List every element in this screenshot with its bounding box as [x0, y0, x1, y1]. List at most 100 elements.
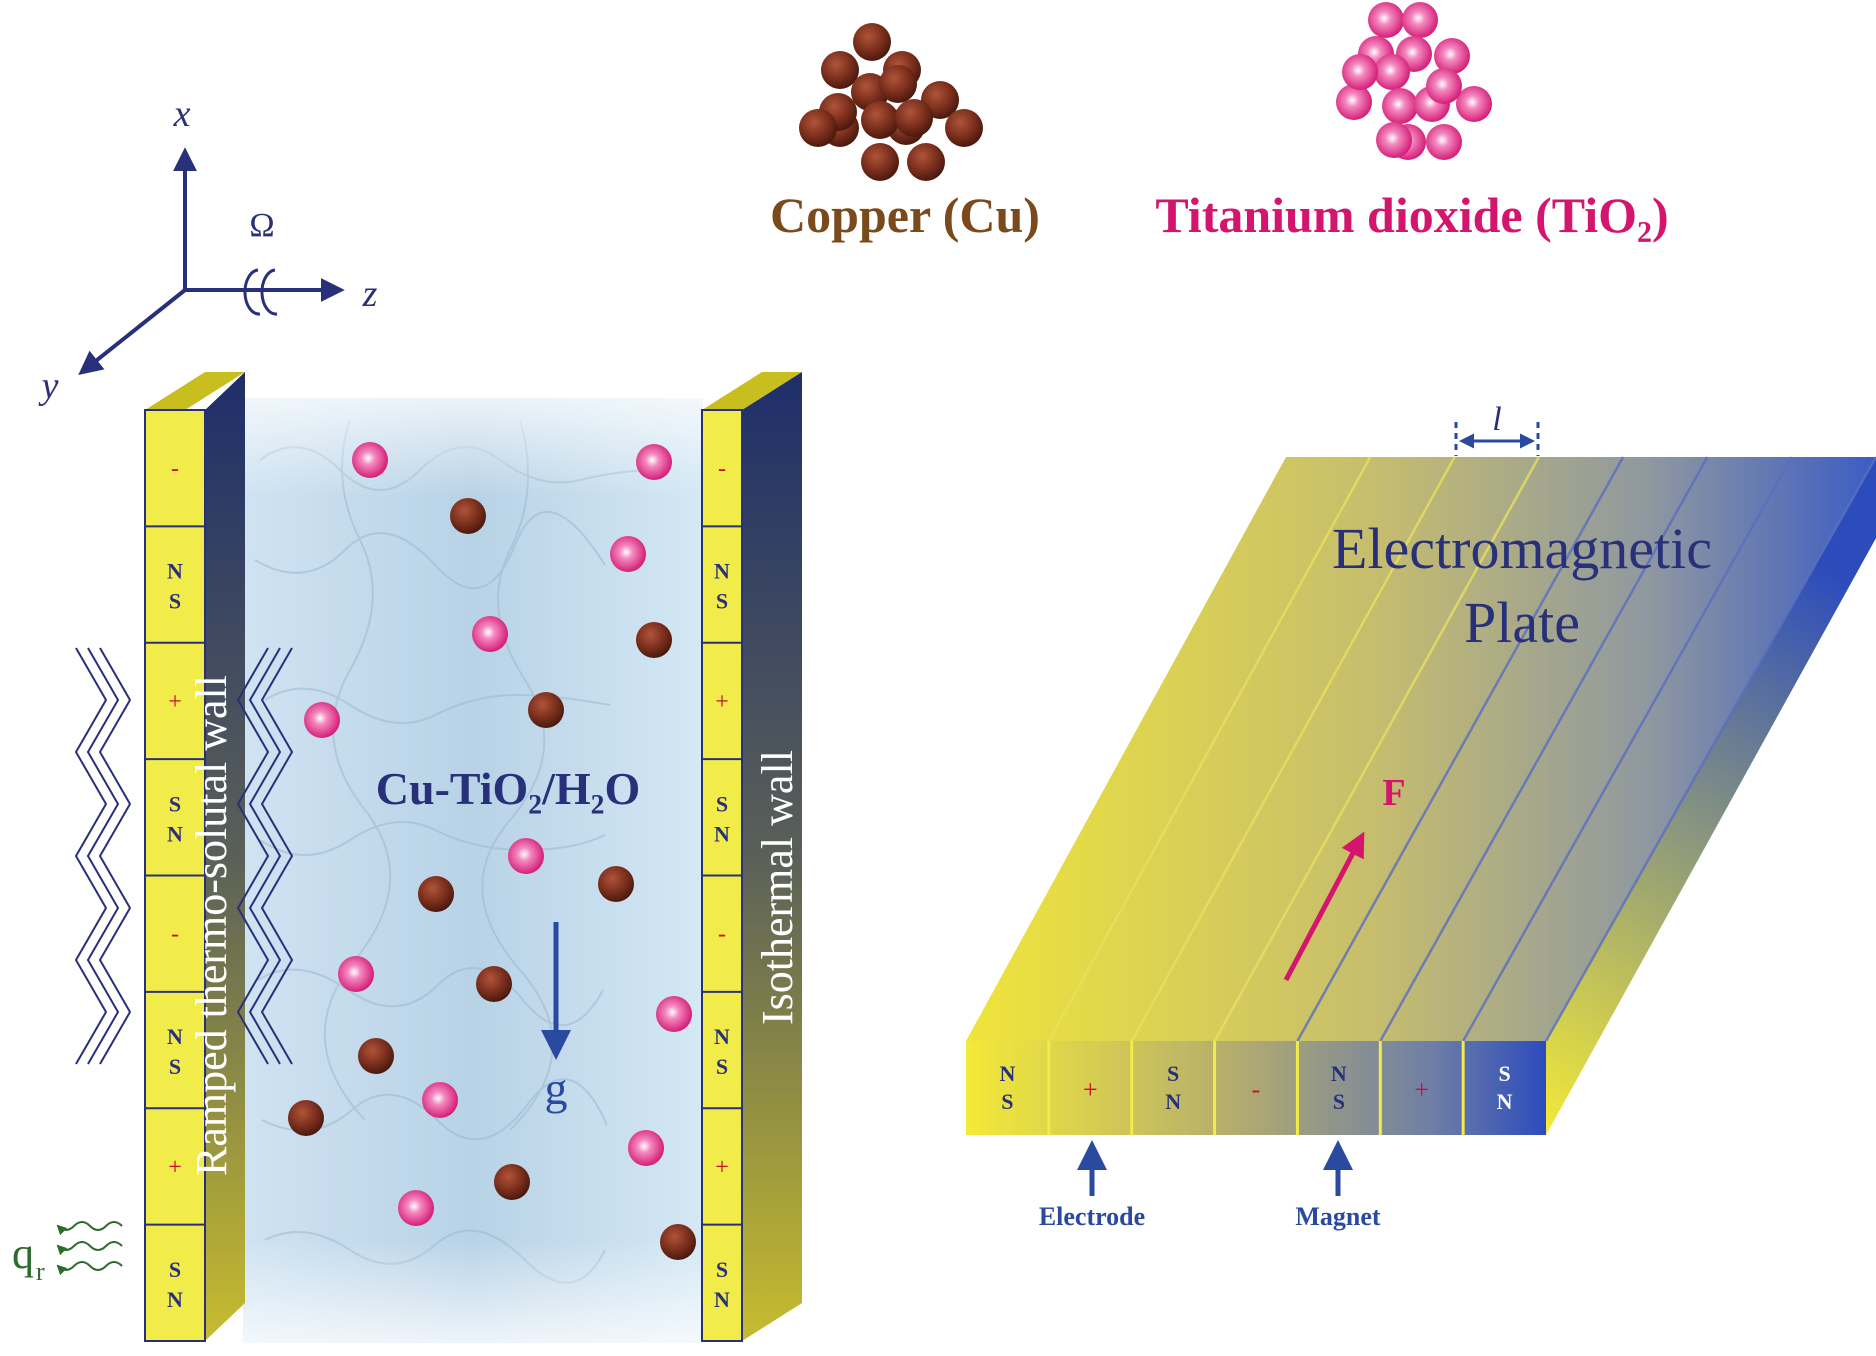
heat-zigzag-right — [236, 647, 294, 1065]
electromagnetic-plate: NS+SN-NS+SN — [966, 456, 1876, 1135]
left-wall-pole-label: N — [167, 1287, 183, 1312]
gravity-label: g — [545, 1063, 568, 1114]
right-wall-pole-label: N — [714, 559, 730, 584]
heat-flux-subscript: r — [36, 1257, 45, 1286]
right-wall-pole-label: N — [714, 821, 730, 846]
tio2-cluster-icon — [1336, 2, 1492, 160]
copper-particle — [636, 622, 672, 658]
plate-side-face — [1546, 457, 1876, 1135]
tio2-particle — [1368, 2, 1404, 38]
spacing-indicator — [1454, 422, 1540, 456]
plate-stripe — [1213, 456, 1540, 1042]
force-arrow — [1283, 831, 1365, 982]
right-wall-polarity-label: + — [715, 1154, 729, 1180]
y-axis-label: y — [38, 365, 59, 407]
copper-particle — [418, 876, 454, 912]
plate-polarity-label: - — [1252, 1075, 1261, 1104]
copper-particle — [879, 65, 917, 103]
left-wall-pole-label: S — [169, 1054, 181, 1079]
copper-particle — [895, 99, 933, 137]
copper-particle — [945, 109, 983, 147]
left-wall-pole-label: S — [169, 589, 181, 614]
right-wall-polarity-label: + — [715, 689, 729, 715]
plate-segments: NS+SN-NS+SN — [999, 1041, 1513, 1135]
tio2-particle — [352, 442, 388, 478]
left-wall-pole-label: N — [167, 1024, 183, 1049]
magnet-label: Magnet — [1295, 1202, 1381, 1231]
right-wall: -NS+SN-NS+SN Isothermal wall — [701, 372, 802, 1342]
left-wall-polarity-label: - — [171, 456, 179, 482]
plate-title-line1: Electromagnetic — [1332, 516, 1712, 581]
tio2-particle — [656, 996, 692, 1032]
tio2-particle — [1336, 84, 1372, 120]
tio2-particle — [1434, 38, 1470, 74]
copper-particle — [861, 143, 899, 181]
tio2-particle — [472, 616, 508, 652]
left-wall-pole-label: N — [167, 821, 183, 846]
copper-particle — [821, 51, 859, 89]
left-wall-polarity-label: - — [171, 922, 179, 948]
left-wall-polarity-label: + — [168, 1154, 182, 1180]
left-wall: -NS+SN-NS+SN Ramped thermo-solutal wall — [144, 372, 245, 1342]
left-wall-polarity-label: + — [168, 689, 182, 715]
plate-polarity-label: + — [1414, 1075, 1429, 1104]
tio2-particle — [610, 536, 646, 572]
plate-stripe — [1544, 456, 1876, 1042]
plate-stripes — [1047, 456, 1876, 1042]
copper-particle — [494, 1164, 530, 1200]
fluid-particles — [288, 442, 696, 1260]
left-wall-pole-label: S — [169, 1257, 181, 1282]
tio2-particle — [338, 956, 374, 992]
plate-pole-label: N — [999, 1061, 1015, 1086]
y-axis-arrow — [78, 288, 187, 375]
tio2-particle — [636, 444, 672, 480]
plate-top-face — [966, 457, 1876, 1041]
tio2-particle — [1342, 54, 1378, 90]
right-wall-polarity-label: - — [718, 456, 726, 482]
plate-pole-label: S — [1167, 1061, 1179, 1086]
copper-particle — [528, 692, 564, 728]
tio2-particle — [628, 1130, 664, 1166]
plate-front-face — [966, 1041, 1546, 1135]
plate-pole-label: N — [1331, 1061, 1347, 1086]
plate-stripe — [1130, 456, 1456, 1042]
plate-pole-label: N — [1497, 1089, 1513, 1114]
plate-pole-label: S — [1001, 1089, 1013, 1114]
left-wall-label: Ramped thermo-solutal wall — [187, 675, 236, 1176]
rotation-icon — [243, 268, 278, 316]
z-axis-label: z — [362, 273, 378, 315]
plate-stripe — [1047, 456, 1372, 1042]
plate-pole-label: S — [1333, 1089, 1345, 1114]
copper-particle — [907, 143, 945, 181]
right-wall-label: Isothermal wall — [753, 750, 802, 1025]
electrode-label: Electrode — [1039, 1202, 1145, 1231]
right-wall-segments: -NS+SN-NS+SN — [702, 409, 742, 1312]
right-wall-polarity-label: - — [718, 922, 726, 948]
left-wall-segments: -NS+SN-NS+SN — [145, 409, 205, 1312]
copper-cluster-icon — [799, 23, 983, 181]
tio2-particle — [1376, 122, 1412, 158]
copper-particle — [660, 1224, 696, 1260]
tio2-particle — [1456, 86, 1492, 122]
copper-particle — [853, 23, 891, 61]
plate-stripe — [1379, 456, 1709, 1042]
nanofluid-label: Cu-TiO₂/H₂O — [376, 763, 640, 814]
radiation-heat-flux — [56, 1221, 123, 1276]
plate-title-line2: Plate — [1464, 590, 1580, 655]
heat-zigzag-left — [74, 647, 132, 1065]
tio2-particle — [508, 838, 544, 874]
tio2-particle — [1426, 68, 1462, 104]
copper-particle — [476, 966, 512, 1002]
right-wall-pole-label: N — [714, 1024, 730, 1049]
copper-particle — [288, 1100, 324, 1136]
copper-particle — [598, 866, 634, 902]
rotation-label: Ω — [249, 207, 274, 244]
heat-flux-label: q — [12, 1229, 34, 1278]
tio2-particle — [1382, 88, 1418, 124]
copper-particle — [861, 101, 899, 139]
copper-particle — [799, 109, 837, 147]
tio2-particle — [304, 702, 340, 738]
copper-particle — [450, 498, 486, 534]
left-wall-pole-label: N — [167, 559, 183, 584]
spacing-label: l — [1492, 401, 1501, 438]
